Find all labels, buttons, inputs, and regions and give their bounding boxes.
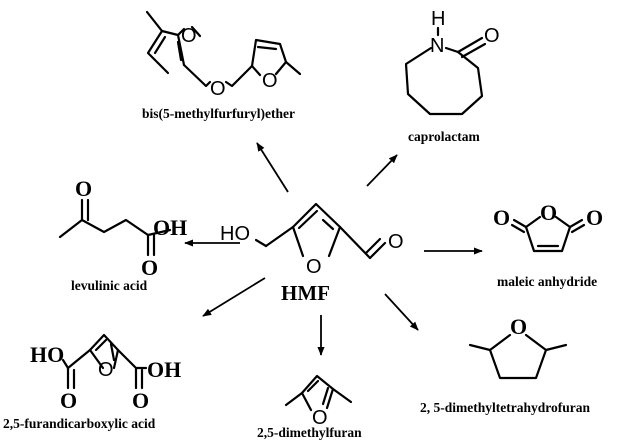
- levulinic-acid-oxygen: O: [141, 255, 158, 280]
- levulinic-ketone-oxygen: O: [75, 176, 92, 201]
- hmf-structure: HO O O: [220, 202, 404, 278]
- hmf-ho-label: HO: [220, 223, 250, 245]
- maleic-structure: [510, 215, 586, 253]
- dmthf-oxygen: O: [510, 314, 527, 339]
- caprolactam-hydrogen: H: [431, 8, 445, 30]
- fdca-name: 2,5-furandicarboxylic acid: [3, 416, 156, 431]
- levulinic-structure: [58, 198, 172, 257]
- dmf-structure: [284, 374, 353, 412]
- maleic-name: maleic anhydride: [497, 274, 597, 289]
- ether-oxygen-2: O: [210, 78, 226, 100]
- ether-oxygen-1: O: [181, 25, 197, 47]
- arrow-to-ether: [256, 142, 289, 193]
- caprolactam-oxygen: O: [484, 25, 500, 47]
- dmthf-name: 2, 5-dimethyltetrahydrofuran: [420, 400, 590, 415]
- maleic-oxygen-right: O: [586, 205, 603, 230]
- arrow-to-caprolactam: [366, 154, 398, 187]
- dmf-oxygen: O: [312, 407, 328, 429]
- caprolactam-name: caprolactam: [408, 129, 480, 144]
- dmthf-structure: [468, 333, 568, 380]
- fdca-structure: [61, 333, 148, 390]
- hmf-ring-oxygen: O: [306, 256, 322, 278]
- ether-name: bis(5-methylfurfuryl)ether: [142, 106, 295, 121]
- caprolactam-structure: [404, 26, 487, 116]
- arrow-to-fdca: [202, 277, 266, 317]
- hmf-label: HMF: [281, 281, 330, 305]
- fdca-ho: HO: [30, 342, 64, 367]
- levulinic-oh: OH: [153, 215, 187, 240]
- dmf-name: 2,5-dimethylfuran: [257, 425, 362, 440]
- reaction-arrows: [184, 142, 483, 356]
- fdca-oh: OH: [147, 357, 181, 382]
- ether-structure: [145, 10, 302, 88]
- arrow-to-dmthf: [384, 293, 419, 331]
- ether-oxygen-3: O: [262, 70, 278, 92]
- fdca-oxygen-left: O: [60, 388, 77, 413]
- fdca-ring-oxygen: O: [98, 359, 114, 381]
- fdca-oxygen-right: O: [132, 388, 149, 413]
- caprolactam-nitrogen: N: [430, 35, 444, 57]
- levulinic-name: levulinic acid: [71, 278, 148, 293]
- maleic-oxygen-left: O: [493, 205, 510, 230]
- maleic-oxygen-ring: O: [540, 200, 557, 225]
- hmf-aldehyde-oxygen: O: [388, 231, 404, 253]
